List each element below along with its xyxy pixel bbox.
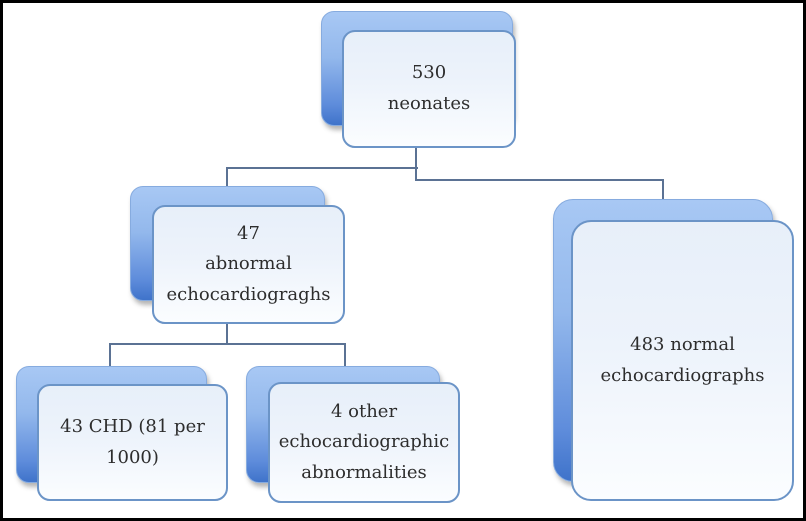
node-neonates-line1: 530: [411, 62, 447, 84]
node-abnormal-line3: echocardiograghs: [166, 283, 331, 305]
node-chd-line2: 1000): [106, 446, 159, 468]
node-neonates-box: 530 neonates: [342, 30, 516, 148]
node-abnormal-line1: 47: [237, 222, 260, 244]
node-chd-box: 43 CHD (81 per 1000): [37, 384, 228, 501]
connector-abnormal-to-children: [109, 343, 346, 385]
node-normal-line1: 483 normal: [630, 333, 735, 355]
node-normal-box: 483 normal echocardiographs: [571, 220, 794, 501]
node-other-line2: echocardiographic: [278, 431, 450, 453]
node-neonates-line2: neonates: [387, 93, 471, 114]
node-abnormal-line2: abnormal: [205, 253, 292, 275]
node-abnormal-box: 47 abnormal echocardiograghs: [152, 205, 345, 324]
node-other-line3: abnormalities: [301, 461, 427, 483]
connector-abnormal-stem: [226, 324, 228, 344]
connector-root-stem: [415, 148, 417, 181]
node-normal-line2: echocardiographs: [600, 364, 765, 386]
node-other-box: 4 other echocardiographic abnormalities: [268, 382, 460, 503]
node-chd-line1: 43 CHD (81 per: [60, 415, 205, 437]
node-other-line1: 4 other: [330, 400, 398, 422]
